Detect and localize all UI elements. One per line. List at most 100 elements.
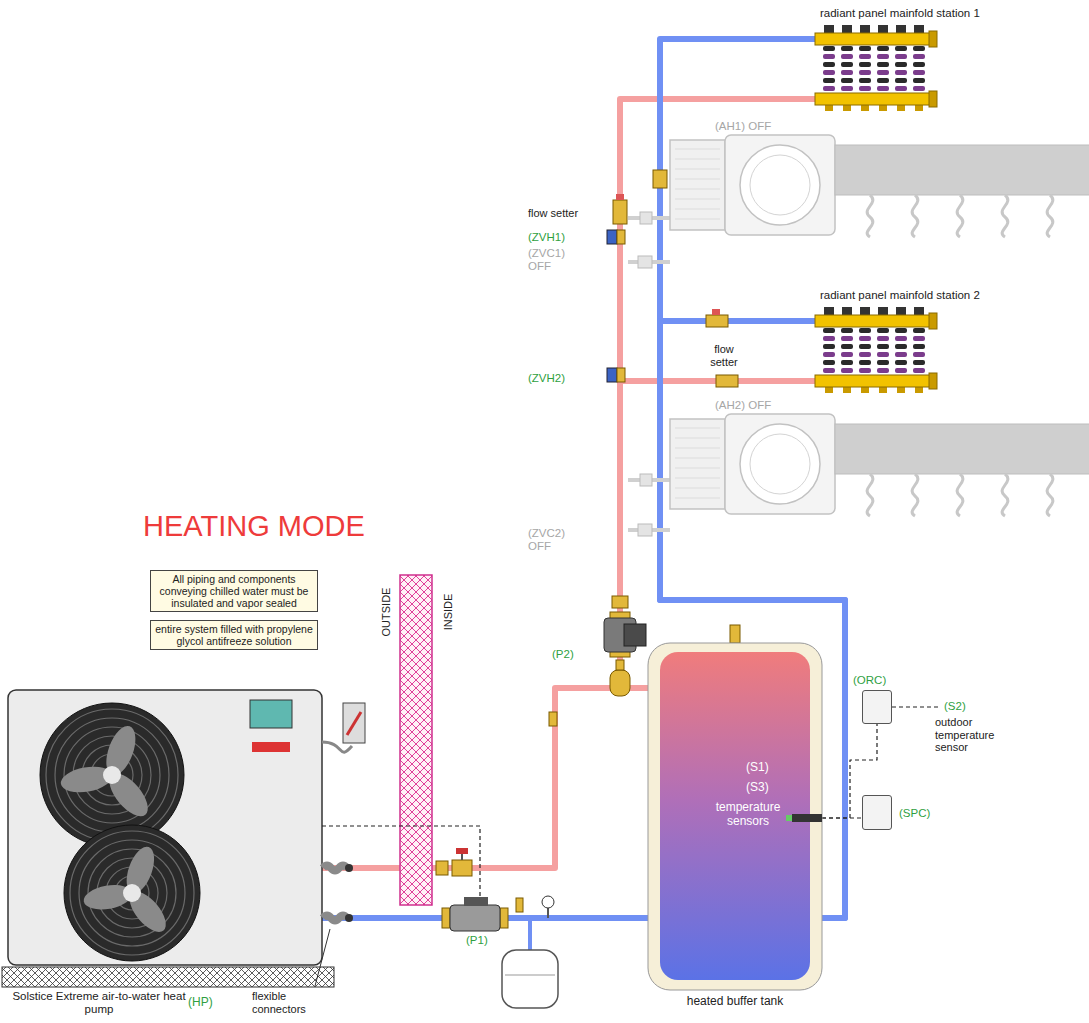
air-handler-off [670,135,1089,237]
zone-valve [617,230,625,244]
expansion-tank [505,975,555,976]
air-vent [516,898,523,912]
manifold [877,344,889,349]
node-text: All piping and components conveying chil… [155,573,313,609]
manifold [897,387,905,393]
air-handler-off [1002,195,1008,237]
manifold [860,307,870,315]
heat-pump-unit [46,709,178,841]
control-wire [322,826,480,904]
manifold [929,313,937,329]
air-handler-off [725,414,835,514]
manifold [895,46,907,51]
manifold [913,54,925,59]
pipe [322,688,648,868]
circulator-pump [624,624,646,646]
concrete-pad [2,967,334,987]
callout-label: (P1) [466,934,488,947]
air-handler-off [675,478,720,479]
manifold [815,33,935,45]
node-text: radiant panel mainfold station 2 [820,289,980,302]
air-handler-off [675,458,720,459]
manifold [929,373,937,389]
manifold [913,70,925,75]
manifold [913,344,925,349]
manifold [859,62,871,67]
flexible-connector [345,864,353,872]
air-handler-off [740,145,820,225]
node-text: (AH2) OFF [715,399,771,412]
manifold [823,368,835,373]
air-handler-off [675,448,720,449]
air-handler-off [912,474,918,516]
air-handler-off [675,219,720,220]
manifold [896,25,906,33]
manifold [913,368,925,373]
air-handler: (AH1) OFF [670,135,1089,235]
manifold [823,352,835,357]
manifold [841,336,853,341]
disconnect-switch [343,703,365,743]
air-vent [549,712,557,726]
air-handler: (AH2) OFF [670,414,1089,518]
concrete-pad [2,967,334,987]
callout-label: (P2) [552,648,574,661]
note-box: All piping and components conveying chil… [150,570,318,612]
control-wire [322,826,480,904]
circulator-pump [442,908,450,928]
setpoint-controller: (SPC) [862,795,892,830]
heat-pump-unit [8,690,322,965]
manifold [879,387,887,393]
zone-valve [607,230,617,244]
zone-valve-off [628,212,670,536]
manifold [877,328,889,333]
manifold [859,368,871,373]
manifold [841,368,853,373]
manifold [859,328,871,333]
manifold [877,62,889,67]
heat-pump-unit [123,884,141,902]
air-separator [610,660,630,696]
buffer-tank-body [660,652,810,980]
manifold [825,105,833,111]
expansion-tank [502,918,558,1008]
manifold [915,387,923,393]
manifold [843,105,851,111]
manifold [878,307,888,315]
manifold [915,105,923,111]
valve [456,848,468,854]
manifold [823,70,835,75]
manifold [841,360,853,365]
heat-pump-unit [64,825,200,961]
manifold [841,46,853,51]
circulator-pump [450,905,500,931]
air-handler-off [867,474,873,516]
node-text: (ORC) [853,674,886,687]
manifold [877,368,889,373]
manifold [859,46,871,51]
air-handler-off [867,195,873,237]
air-handler-off [675,159,720,160]
manifold [861,105,869,111]
circulator-pump [442,897,508,931]
manifold [895,352,907,357]
manifold [877,352,889,357]
insulated-wall [400,575,432,905]
valve [452,860,472,876]
manifold [843,387,851,393]
buffer-tank-body [786,815,792,821]
manifold [815,25,937,111]
manifold [841,70,853,75]
manifold [841,352,853,357]
heat-pump-unit [103,766,121,784]
callout-label: (S2) [944,700,966,713]
air-handler-off [675,179,720,180]
sensor-wire [892,706,938,707]
manifold [823,46,835,51]
pressure-gauge [542,896,554,908]
manifold [895,344,907,349]
manifold [823,344,835,349]
air-vent [549,712,557,726]
air-handler-off [957,195,963,237]
buffer-tank-body [648,625,822,990]
